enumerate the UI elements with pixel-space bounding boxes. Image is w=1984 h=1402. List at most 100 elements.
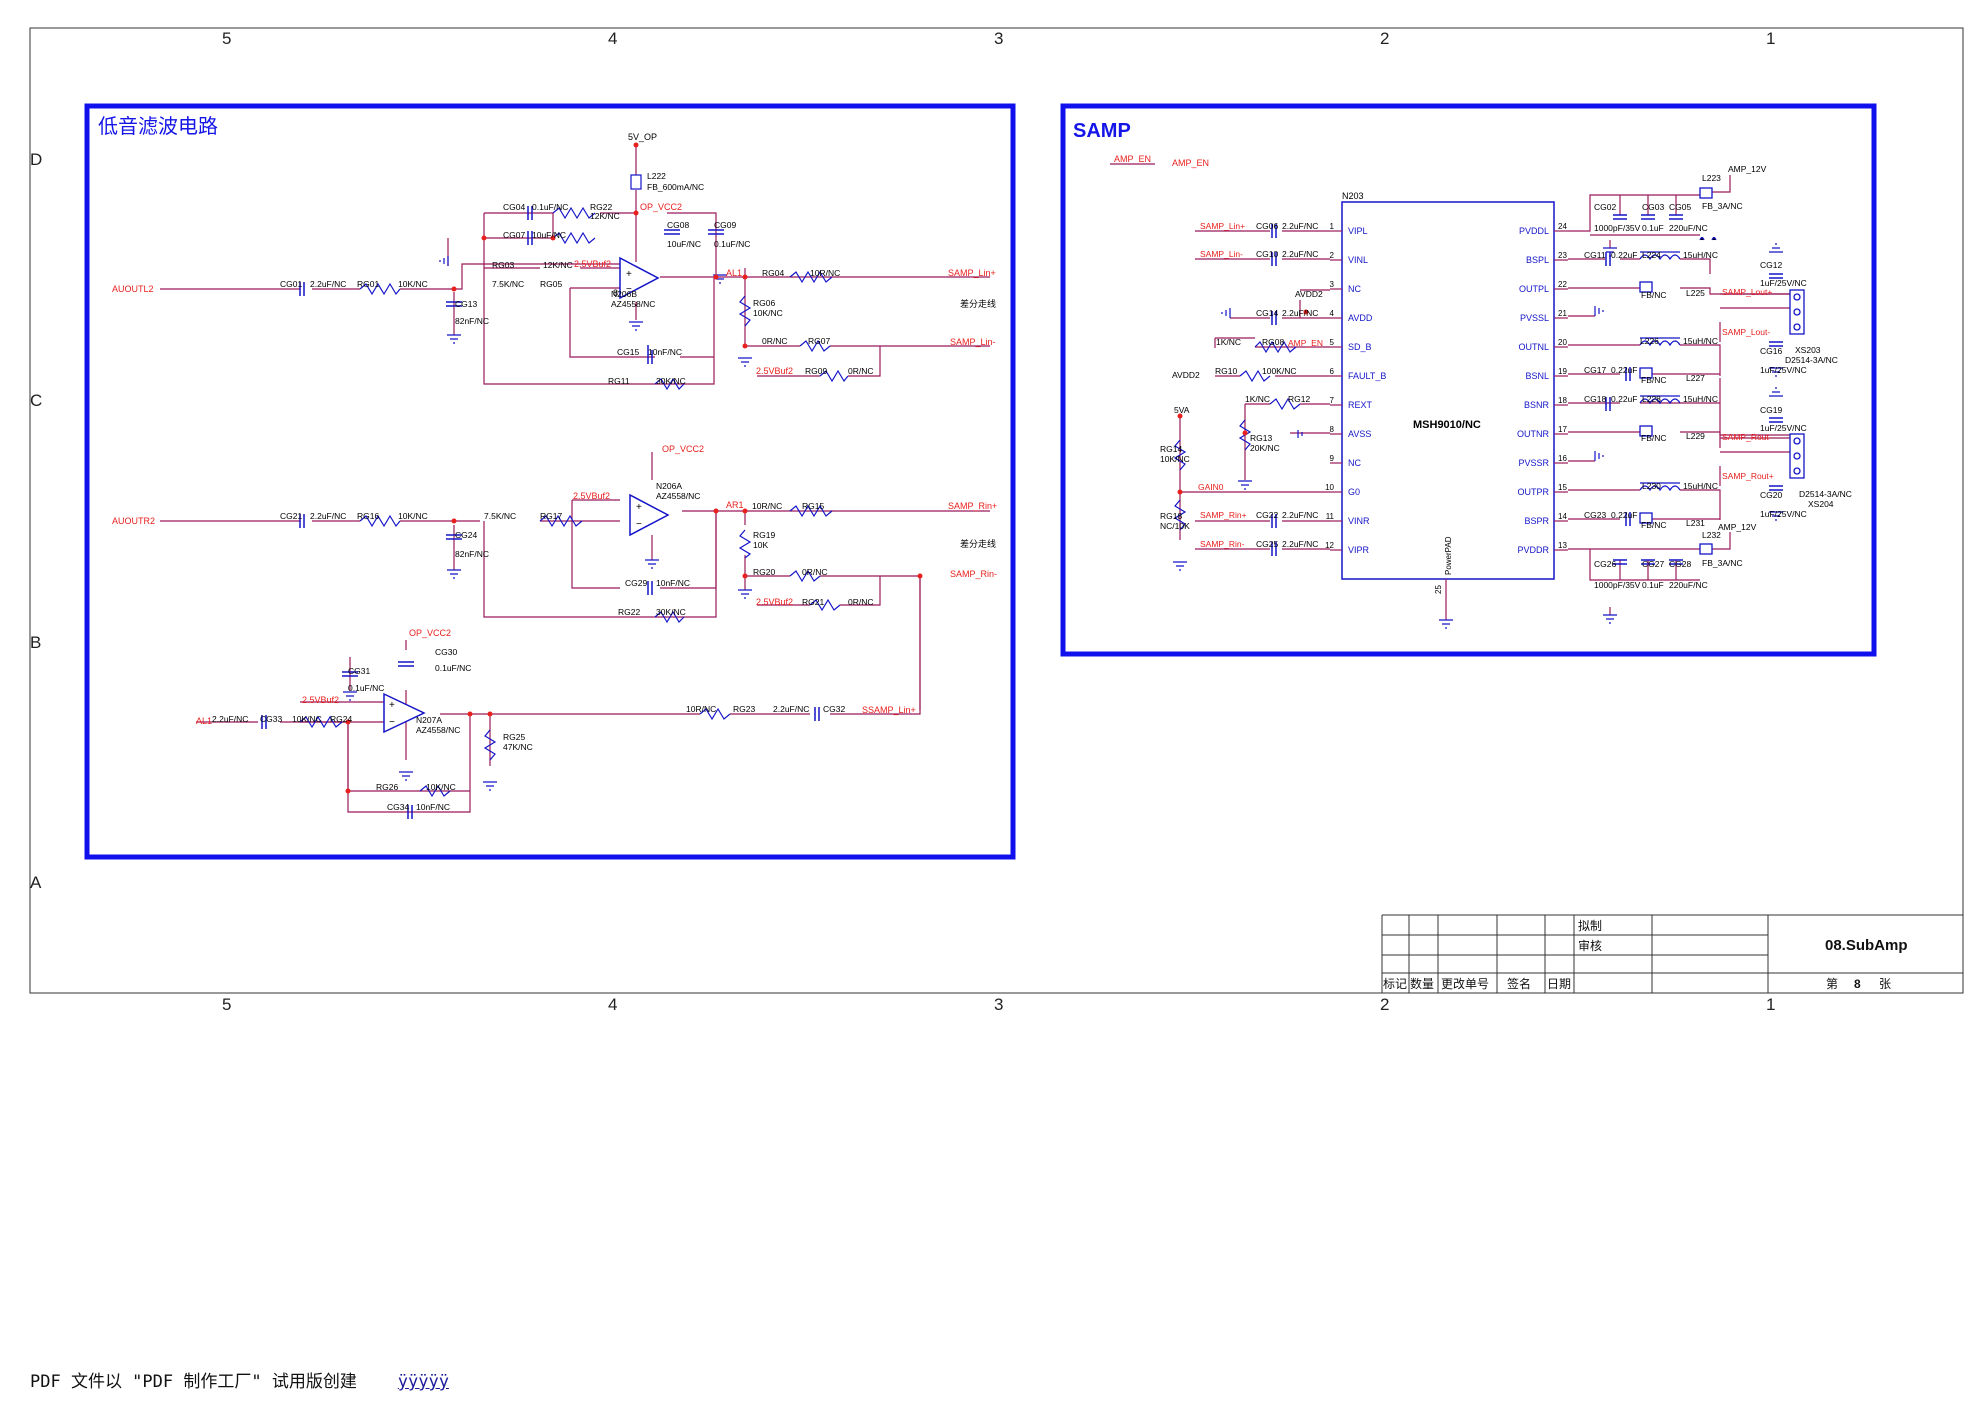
col-label: 2 [1380, 995, 1389, 1014]
part-value: 10nF/NC [656, 578, 690, 588]
inductor-l222 [630, 174, 642, 190]
net-2v5-buf: 2.5VBuf2 [302, 695, 339, 705]
part-ref: CG06 [1256, 221, 1278, 231]
svg-text:+: + [626, 269, 632, 280]
part-ref: L231 [1686, 518, 1705, 528]
pin-name: BSNL [1525, 371, 1549, 381]
bass-net-labels: 5V_OP OP_VCC2 2.5VBuf2 AUOUTL2 SAMP_Lin+… [112, 132, 997, 726]
part-value: FB_3A/NC [1702, 201, 1743, 211]
ic-n203-body [1341, 201, 1555, 580]
part-value: 1uF/25V/NC [1760, 278, 1807, 288]
col-label: 4 [608, 995, 617, 1014]
part-ref: N206A [656, 481, 682, 491]
part-value: 10K/NC [398, 279, 428, 289]
pdf-footer: PDF 文件以 "PDF 制作工厂" 试用版创建 ÿÿÿÿÿ [30, 1367, 639, 1392]
net-op-vcc2: OP_VCC2 [640, 202, 682, 212]
part-value: 0.1uF [1642, 223, 1664, 233]
part-ref: RG01 [357, 279, 379, 289]
part-value: 30K/NC [656, 376, 686, 386]
part-ref: RG13 [1250, 433, 1272, 443]
part-ref: RG15 [802, 501, 824, 511]
net-samp-rin-minus: SAMP_Rin- [950, 569, 997, 579]
powerpad-label: PowerPAD [1444, 536, 1453, 575]
pin-25: 25 [1434, 585, 1443, 594]
col-label: 3 [994, 29, 1003, 48]
opamp-n206a: + − [629, 493, 670, 537]
part-ref: RG24 [330, 714, 352, 724]
pin-name: VIPL [1348, 226, 1368, 236]
pin-number: 21 [1558, 309, 1567, 318]
pin-name: PVDDL [1519, 226, 1549, 236]
pin-number: 2 [1330, 251, 1335, 260]
part-ref: CG11 [1584, 250, 1606, 260]
part-ref: CG34 [387, 802, 409, 812]
part-ref: CG01 [280, 279, 302, 289]
part-value: 1uF/25V/NC [1760, 423, 1807, 433]
pin-number: 8 [1330, 425, 1335, 434]
pin-number: 12 [1325, 541, 1334, 550]
pin-name: OUTNL [1518, 342, 1549, 352]
net-amp-en-port: AMP_EN [1172, 158, 1209, 168]
part-value: 1000pF/35V [1594, 580, 1641, 590]
part-value: 12K/NC [543, 260, 573, 270]
mark-label: 标记 [1383, 977, 1407, 991]
samp-right-wires [1568, 175, 1790, 615]
part-ref: RG10 [1215, 366, 1237, 376]
samp-left-labels: SAMP_Lin+ SAMP_Lin- AVDD2 AMP_EN AVDD2 5… [1172, 221, 1323, 549]
part-ref: CG05 [1669, 202, 1691, 212]
net-auoutr2: AUOUTR2 [112, 516, 155, 526]
part-value: 0R/NC [762, 336, 788, 346]
pin-number: 13 [1558, 541, 1567, 550]
part-ref: CG14 [1256, 308, 1278, 318]
samp-left-dots [1177, 309, 1309, 495]
part-value: 2.2uF/NC [1282, 221, 1318, 231]
part-value: 0.1uF/NC [348, 683, 384, 693]
part-value: 2.2uF/NC [212, 714, 248, 724]
part-value: 15uH/NC [1683, 336, 1718, 346]
part-value: 10R/NC [752, 501, 782, 511]
part-value: 1K/NC [1245, 394, 1270, 404]
pin-name: FAULT_B [1348, 371, 1386, 381]
sheet-frame [29, 27, 1964, 994]
connectors [1639, 187, 1805, 555]
part-value: 0.1uF/NC [714, 239, 750, 249]
part-value: 30K/NC [656, 607, 686, 617]
net-gain0: GAIN0 [1198, 482, 1224, 492]
part-ref: L230 [1642, 481, 1661, 491]
part-value: FB_600mA/NC [647, 182, 704, 192]
part-value: 1000pF/35V [1594, 223, 1641, 233]
bass-filter-panel: 低音滤波电路 [84, 103, 1016, 860]
prepared-label: 拟制 [1578, 919, 1602, 933]
net-amp-en: AMP_EN [1114, 154, 1151, 164]
net-amp-12v: AMP_12V [1718, 522, 1757, 532]
pin-name: VINL [1348, 255, 1368, 265]
part-ref: CG19 [1760, 405, 1782, 415]
part-value: 0.22uF [1611, 510, 1637, 520]
svg-text:−: − [626, 284, 632, 295]
pin-name: VIPR [1348, 545, 1370, 555]
pin-name: AVDD [1348, 313, 1373, 323]
part-value: FB/NC [1641, 520, 1667, 530]
part-value: 2.2uF/NC [773, 704, 809, 714]
connector-value: D2514-3A/NC [1785, 355, 1838, 365]
col-label: 2 [1380, 29, 1389, 48]
samp-panel: SAMP AMP_EN AMP_EN N203 MSH9010/NC Power… [1060, 103, 1877, 657]
samp-left-glyphs [1173, 224, 1303, 571]
part-ref: RG07 [808, 336, 830, 346]
part-value: 1K/NC [1216, 337, 1241, 347]
part-value: 2.2uF/NC [310, 511, 346, 521]
part-ref: RG11 [608, 376, 630, 386]
pin-number: 15 [1558, 483, 1567, 492]
pin-name: VINR [1348, 516, 1370, 526]
part-ref: RG16 [357, 511, 379, 521]
row-label: C [30, 391, 42, 410]
svg-text:−: − [636, 519, 642, 530]
part-value: 0.1uF/NC [435, 663, 471, 673]
part-value: 220uF/NC [1669, 223, 1708, 233]
part-ref: CG02 [1594, 202, 1616, 212]
pin-name: OUTPL [1519, 284, 1549, 294]
part-ref: CG31 [348, 666, 370, 676]
footer-link[interactable]: ÿÿÿÿÿ [397, 1372, 449, 1392]
net-samp-lin-plus: SAMP_Lin+ [1200, 221, 1245, 231]
